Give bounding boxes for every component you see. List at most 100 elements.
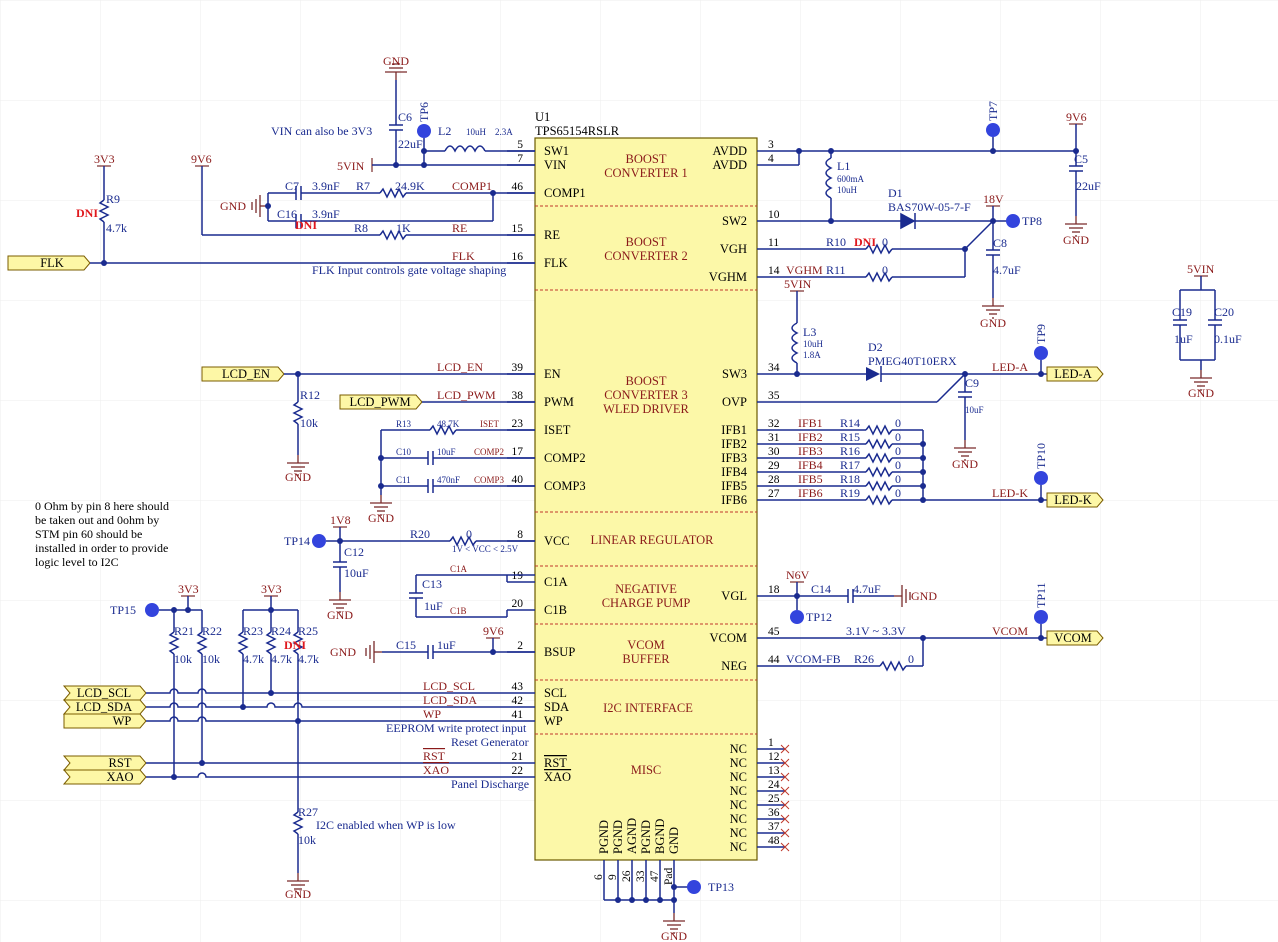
sw3-led-section: 5VIN L3 10uH 1.8A D2 PMEG40T10ERX LED-A … (784, 277, 1104, 471)
nc-pin-12: 12 NC (730, 751, 790, 770)
c10-value: 10uF (437, 447, 456, 457)
block-boost2-2: CONVERTER 2 (604, 249, 688, 263)
avdd-section: TP7 L1 600mA 10uH 9V6 C5 22uF GND (785, 101, 1101, 247)
avdd-9v6-label: 9V6 (1066, 110, 1087, 124)
pin-ifb1: IFB1 (721, 423, 747, 437)
svg-text:installed in order to provide: installed in order to provide (35, 541, 168, 555)
vin-5vin-label: 5VIN (337, 159, 365, 173)
r27-value: 10k (298, 833, 316, 847)
net-lcd-pwm: LCD_PWM (437, 388, 496, 402)
ifb5-row: IFB5 R18 0 (785, 472, 923, 492)
net-c1b: C1B (450, 606, 467, 616)
pin-num-17: 17 (512, 446, 524, 458)
net-iset: ISET (480, 419, 500, 429)
r8-value: 1K (396, 221, 411, 235)
nc-pin-13: 13 NC (730, 765, 790, 784)
svg-text:0: 0 (895, 444, 901, 458)
vcom-range: 3.1V ~ 3.3V (846, 624, 906, 638)
pullup-3v3-a-label: 3V3 (178, 582, 199, 596)
tp6-label: TP6 (417, 102, 431, 122)
ifb2-row: IFB2 R15 0 (785, 430, 923, 450)
c15-value: 1uF (437, 638, 456, 652)
pin-num-23: 23 (512, 418, 524, 430)
pin-num-42: 42 (512, 695, 524, 707)
svg-text:1: 1 (768, 737, 774, 749)
gnd-c9-label: GND (952, 457, 978, 471)
gnd-c14-label: GND (911, 589, 937, 603)
pin-wp: WP (544, 714, 563, 728)
pin-re: RE (544, 228, 560, 242)
r23-ref: R23 (243, 624, 263, 638)
pin-comp3: COMP3 (544, 479, 586, 493)
tp7-label: TP7 (986, 101, 1000, 121)
r12-ref: R12 (300, 388, 320, 402)
c6-value: 22uF (398, 137, 423, 151)
pin-comp1: COMP1 (544, 186, 586, 200)
net-vghm: VGHM (786, 263, 823, 277)
pin-num-21: 21 (512, 751, 524, 763)
c5-ref: C5 (1074, 152, 1088, 166)
nc-pin-1: 1 NC (730, 737, 790, 756)
tp13-label: TP13 (708, 880, 734, 894)
c20-value: 0.1uF (1214, 332, 1242, 346)
gnd-r27-label: GND (285, 887, 311, 901)
port-led-k: LED-K (1054, 493, 1092, 507)
pin-agnd-26: AGND (625, 818, 639, 854)
r13-ref: R13 (396, 419, 412, 429)
flk-note: FLK Input controls gate voltage shaping (312, 263, 506, 277)
pin-num-41: 41 (512, 709, 524, 721)
pin-avdd-3: AVDD (713, 144, 748, 158)
c12-value: 10uF (344, 566, 369, 580)
decap-5vin-label: 5VIN (1187, 262, 1215, 276)
svg-text:36: 36 (768, 807, 780, 819)
vin-note: VIN can also be 3V3 (271, 124, 372, 138)
pin-num-31: 31 (768, 432, 780, 444)
pin-num-20: 20 (512, 598, 524, 610)
r20-ref: R20 (410, 527, 430, 541)
port-wp: WP (113, 714, 132, 728)
svg-text:be taken out and 0ohm by: be taken out and 0ohm by (35, 513, 159, 527)
svg-text:IFB4: IFB4 (798, 458, 823, 472)
block-misc: MISC (631, 763, 662, 777)
ohm-note: 0 Ohm by pin 8 here should be taken out … (35, 499, 169, 569)
net-vcom: VCOM (992, 624, 1028, 638)
pin-ifb5: IFB5 (721, 479, 747, 493)
svg-text:NC: NC (730, 826, 747, 840)
charge-pump-cap: C13 1uF C1A C1B (409, 564, 535, 618)
pin-vcom: VCOM (709, 631, 747, 645)
svg-text:NC: NC (730, 784, 747, 798)
svg-text:12: 12 (768, 751, 780, 763)
port-lcd-sda: LCD_SDA (76, 700, 132, 714)
l1-ref: L1 (837, 159, 850, 173)
net-comp1: COMP1 (452, 179, 492, 193)
bottom-pins: GND PGND PGND AGND PGND BGND GND 6 9 26 … (593, 818, 734, 942)
right-pins: 3 4 10 11 14 34 35 32 31 30 29 28 27 18 … (709, 139, 785, 673)
port-flk: FLK (40, 256, 64, 270)
c7-ref: C7 (285, 179, 299, 193)
pin-rst: RST (544, 756, 567, 770)
d2-ref: D2 (868, 340, 883, 354)
ic-body (534, 137, 758, 861)
nc-pin-37: 37 NC (730, 821, 790, 840)
port-xao: XAO (106, 770, 133, 784)
pin-avdd-4: AVDD (713, 158, 748, 172)
pin-num-46: 46 (512, 181, 524, 193)
ic-ref: U1 (535, 110, 550, 124)
gnd-decap-label: GND (1188, 386, 1214, 400)
r12-value: 10k (300, 416, 318, 430)
pin-num-2: 2 (517, 640, 523, 652)
svg-text:IFB6: IFB6 (798, 486, 823, 500)
c11-value: 470nF (437, 475, 460, 485)
r9-dni: DNI (76, 206, 98, 220)
block-cp-1: NEGATIVE (615, 582, 677, 596)
vgl-section: N6V TP12 C14 4.7uF GND (785, 568, 937, 624)
vgl-n6v-label: N6V (786, 568, 810, 582)
net-lcd-sda: LCD_SDA (423, 693, 477, 707)
l2-ref: L2 (438, 124, 451, 138)
pin-num-5: 5 (517, 139, 523, 151)
pin-num-4: 4 (768, 153, 774, 165)
gnd-c6-label: GND (383, 54, 409, 68)
tp14-label: TP14 (284, 534, 310, 548)
r25-value: 4.7k (298, 652, 319, 666)
panel-dis-note: Panel Discharge (451, 777, 529, 791)
